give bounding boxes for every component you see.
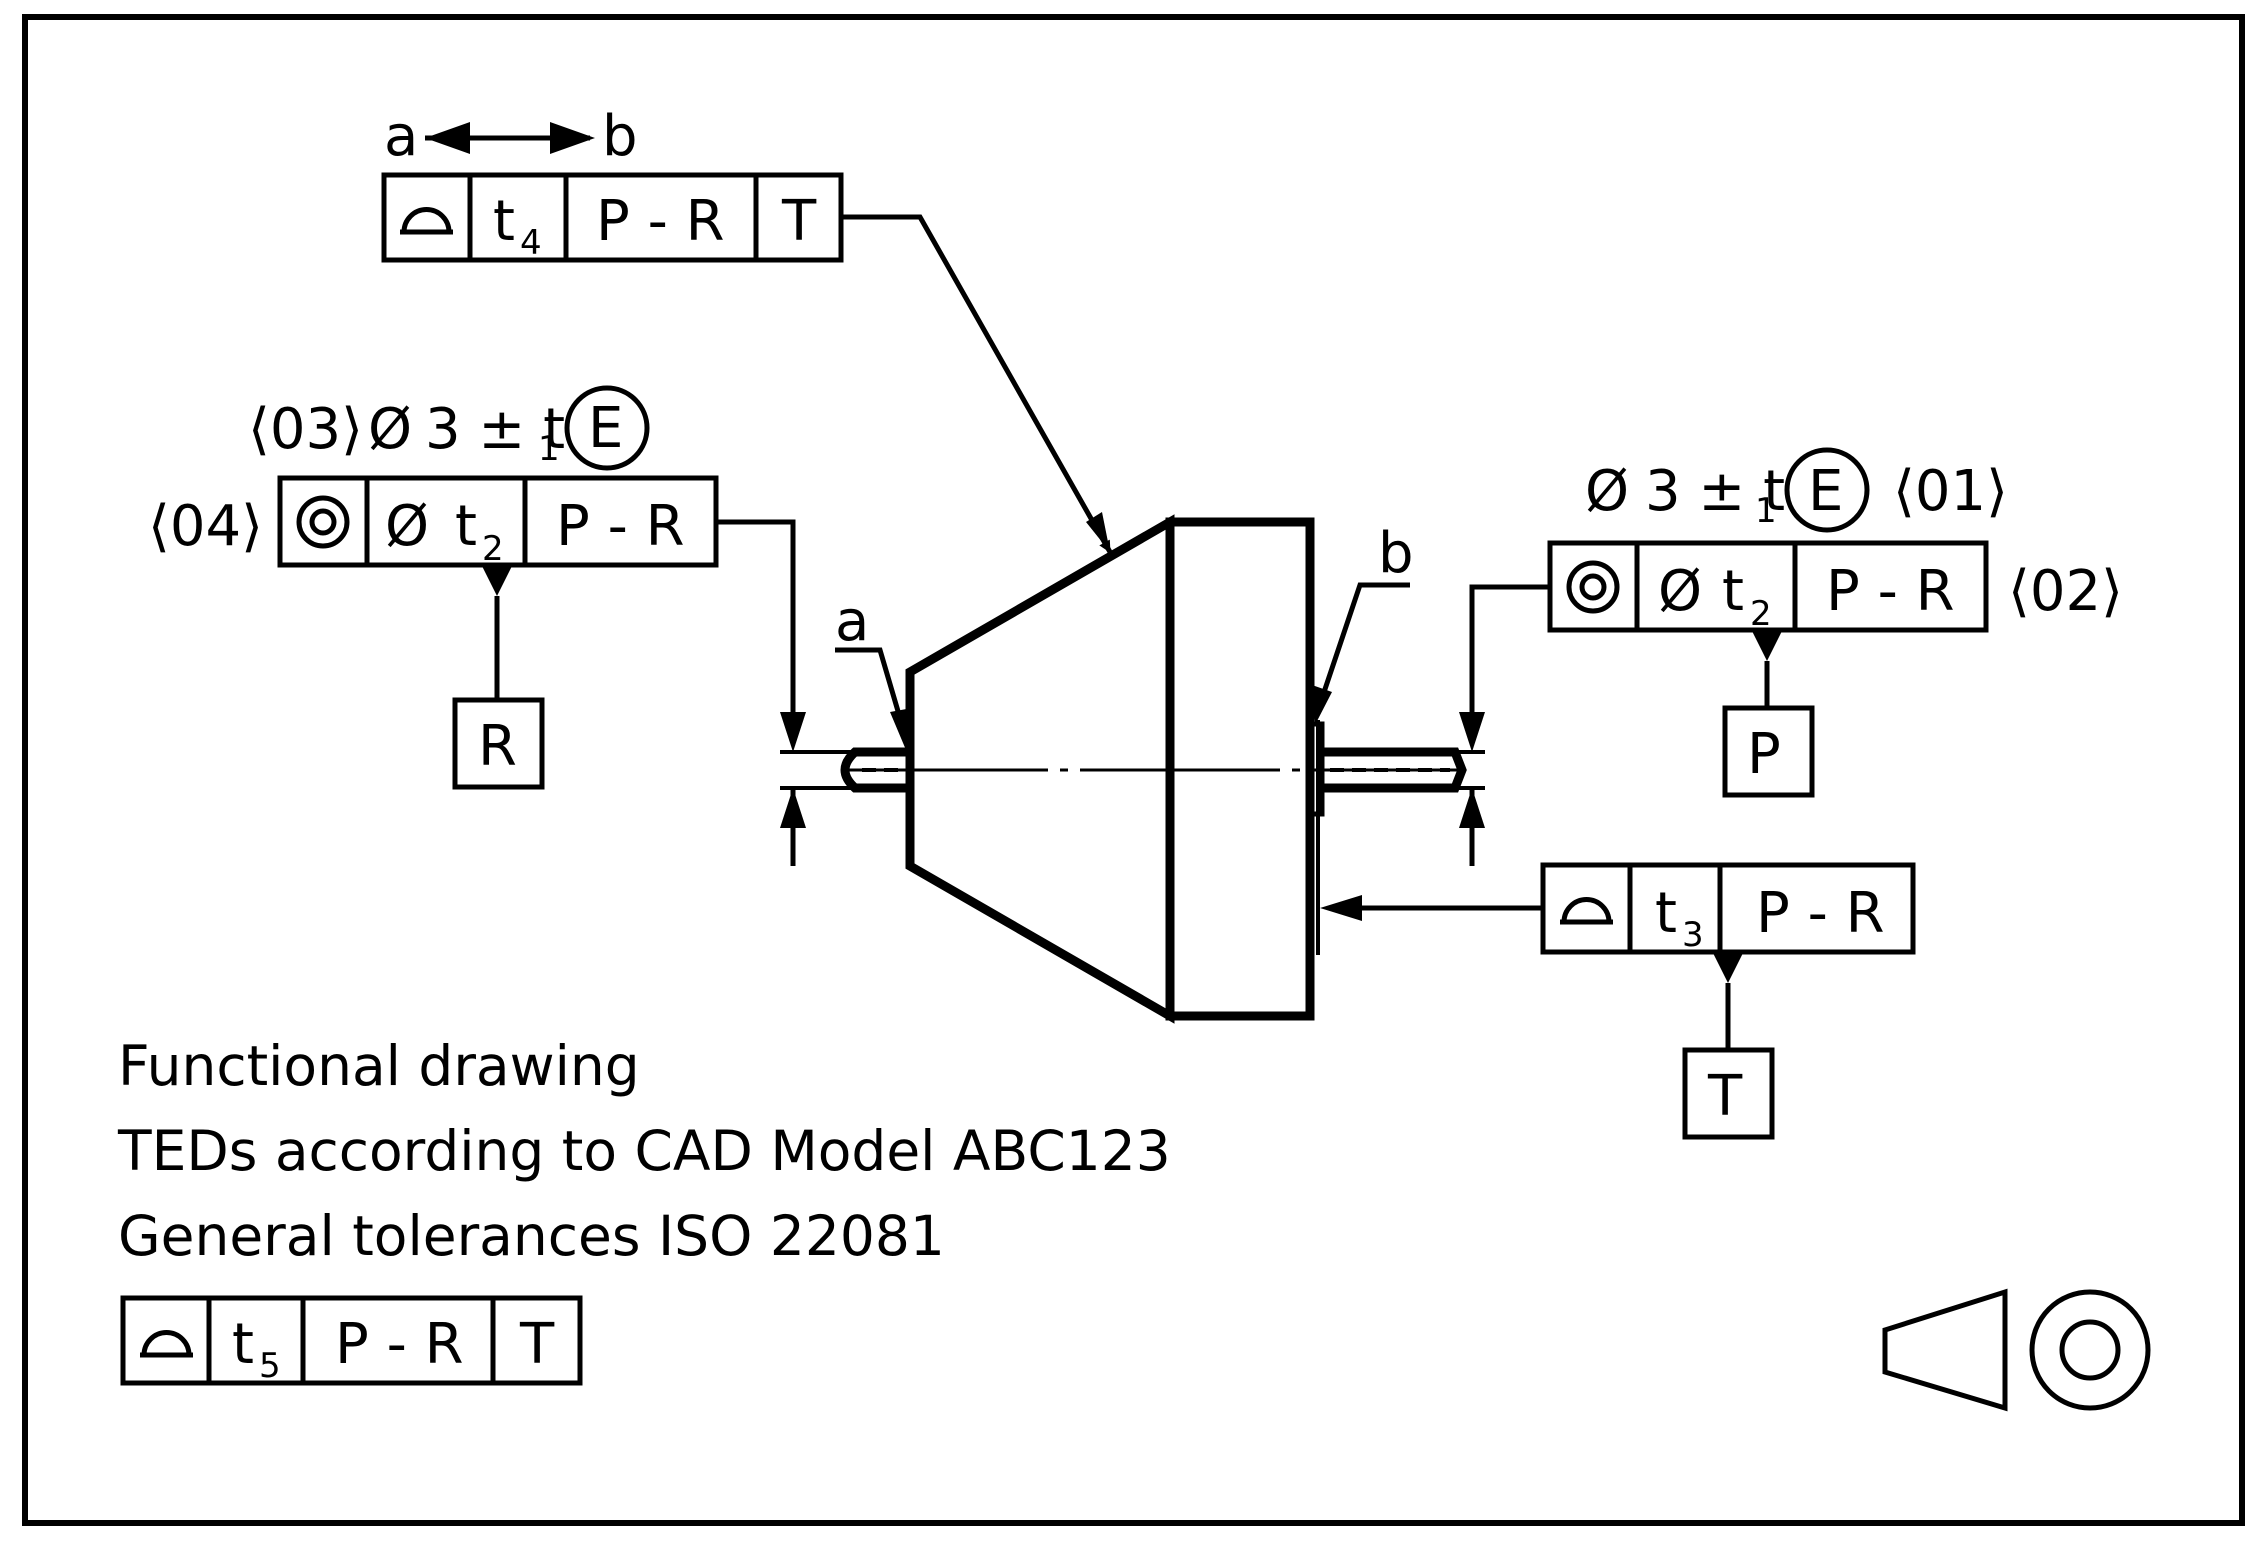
svg-text:T: T [781, 189, 817, 254]
svg-text:t: t [493, 189, 515, 254]
svg-text:P - R: P - R [335, 1312, 464, 1377]
svg-text:a: a [835, 589, 869, 654]
svg-text:2: 2 [482, 529, 504, 569]
diameter-icon: Ø [1585, 459, 1629, 524]
svg-text:4: 4 [520, 223, 542, 263]
svg-text:t: t [1722, 559, 1744, 624]
svg-text:2: 2 [1750, 594, 1772, 634]
svg-text:5: 5 [259, 1346, 281, 1386]
svg-text:P - R: P - R [1756, 881, 1885, 946]
svg-text:1: 1 [538, 429, 560, 469]
svg-text:R: R [478, 714, 517, 779]
svg-text:⟨02⟩: ⟨02⟩ [2008, 559, 2123, 624]
svg-text:P - R: P - R [556, 494, 685, 559]
note-line-1: Functional drawing [118, 1034, 640, 1098]
svg-text:⟨04⟩: ⟨04⟩ [148, 494, 263, 559]
svg-text:3 ± t: 3 ± t [425, 397, 565, 462]
svg-text:P - R: P - R [596, 189, 725, 254]
svg-text:P - R: P - R [1826, 559, 1955, 624]
svg-text:Ø: Ø [385, 494, 429, 559]
profile-of-surface-icon [140, 1330, 193, 1358]
fcf-lower-right: t 3 P - R T [1320, 862, 1916, 1140]
fcf-right: Ø 3 ± t 1 E ⟨01⟩ Ø t 2 P - R ⟨02⟩ P [1322, 447, 2123, 866]
label-b-top: b [602, 104, 638, 169]
svg-text:⟨03⟩: ⟨03⟩ [248, 397, 363, 462]
first-angle-projection-icon [1882, 1288, 2151, 1412]
part-geometry [840, 514, 1467, 1024]
diameter-icon: Ø [368, 397, 412, 462]
svg-text:T: T [519, 1312, 555, 1377]
concentricity-icon [1566, 560, 1620, 614]
profile-of-surface-icon [400, 207, 453, 235]
svg-text:t: t [232, 1312, 254, 1377]
svg-text:t: t [1655, 881, 1677, 946]
label-a-leader: a [835, 589, 912, 750]
profile-of-surface-icon [1560, 897, 1613, 925]
label-a-top: a [384, 104, 418, 169]
envelope-requirement-icon [564, 385, 650, 471]
svg-text:3 ± t: 3 ± t [1645, 459, 1785, 524]
svg-text:3: 3 [1682, 915, 1704, 955]
note-line-2: TEDs according to CAD Model ABC123 [117, 1119, 1171, 1183]
note-line-3: General tolerances ISO 22081 [118, 1204, 945, 1268]
svg-text:b: b [1378, 521, 1414, 586]
svg-text:1: 1 [1755, 491, 1777, 531]
concentricity-icon [296, 495, 350, 549]
svg-text:T: T [1707, 1064, 1743, 1129]
label-b-leader: b [1312, 521, 1414, 725]
svg-text:E: E [1808, 459, 1843, 524]
notes-block: Functional drawing TEDs according to CAD… [117, 1034, 1171, 1268]
svg-text:P: P [1747, 722, 1781, 787]
fcf-left: ⟨03⟩ Ø 3 ± t 1 E ⟨04⟩ Ø t 2 P - R R [148, 385, 910, 866]
svg-text:E: E [588, 396, 623, 461]
svg-text:t: t [455, 494, 477, 559]
double-arrow-icon [425, 122, 470, 154]
fcf-top: a b t 4 P - R T [381, 104, 1113, 554]
drawing-frame [22, 14, 2245, 1526]
svg-text:Ø: Ø [1658, 559, 1702, 624]
svg-text:⟨01⟩: ⟨01⟩ [1893, 459, 2008, 524]
fcf-general: t 5 P - R T [120, 1295, 583, 1386]
envelope-requirement-icon [1784, 447, 1870, 533]
